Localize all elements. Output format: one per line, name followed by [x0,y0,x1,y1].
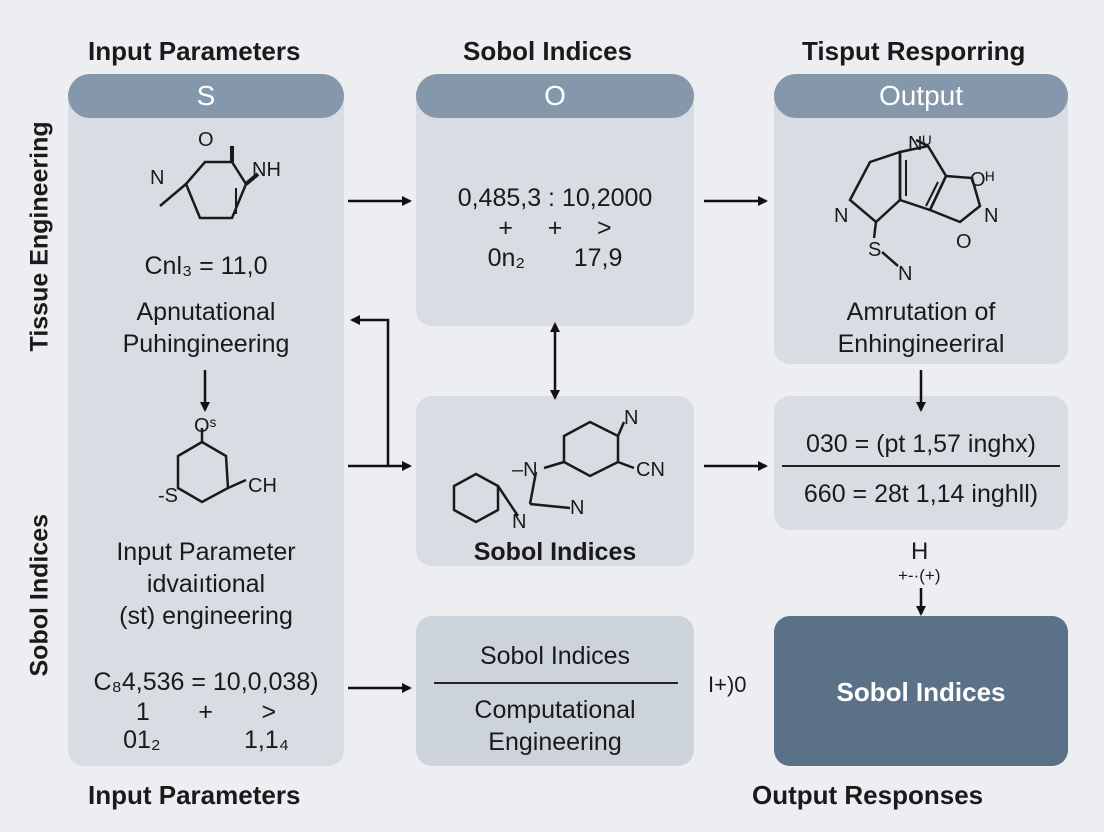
molecule-3-cn-bond [617,460,635,470]
molecule-3-diagram: N CN –N N N [452,407,665,530]
left-panel [68,80,344,766]
right-mid-panel [774,396,1068,530]
left-text-2-line-3: (st) engineering [119,602,293,630]
connector-label-plus-minus: +-·(+) [898,566,941,585]
mid-center-label: Sobol Indices [473,538,637,566]
molecule-4-nu-bond [915,138,929,148]
mid-bottom-line-3: Engineering [488,728,622,756]
right-mid-divider [782,465,1060,467]
molecule-1-diagram: O NH N [150,129,281,220]
molecule-4-n-left-label: N [834,205,848,227]
molecule-3-link-3 [529,502,571,510]
molecule-3-link-4 [496,485,520,517]
formula-2-line-3: 01₂ 1,1₄ [123,726,289,754]
molecule-4-diagram: Nᵁ Oᴴ N N O S N [834,133,998,285]
left-text-2-line-2: idvaiıtional [146,570,266,598]
heading-output-responses: Output Responses [752,780,984,810]
mid-bottom-divider [434,682,678,684]
formula-2-line-2: 1 + > [135,698,277,726]
right-top-panel [774,78,1068,364]
molecule-4-n-bottom-label: N [898,263,912,285]
connector-label-mid: I+)0 [708,672,747,697]
mid-bottom-line-2: Computational [474,696,636,724]
molecule-1-n-label: N [150,167,164,189]
molecule-2-ring [176,440,230,504]
heading-input-parameters-bottom: Input Parameters [88,780,301,810]
heading-sobol-indices-top: Sobol Indices [463,36,633,66]
molecule-4-n-right-label: N [984,205,998,227]
left-text-1-line-1: Apnutational [136,298,276,326]
molecule-1-tail [159,183,187,207]
molecule-2-os-label: Oˢ [194,415,217,437]
right-mid-line-2: 660 = 28t 1,14 inghll) [803,480,1039,508]
molecule-2-ch-label: CH [248,475,277,497]
mid-top-line-3: 0n₂ 17,9 [487,244,623,272]
molecule-1-o-label: O [198,129,214,151]
molecule-4-nu-label: Nᵁ [908,133,931,155]
mid-top-panel [416,78,694,326]
left-text-2-line-1: Input Parameter [116,538,296,566]
connector-label-h: H [911,538,929,565]
output-pill: Output [774,74,1068,118]
right-mid-line-1: 030 = (pt 1,57 inghx) [805,430,1037,458]
heading-input-parameters-top: Input Parameters [88,36,301,66]
right-top-text-line-1: Amrutation of [846,298,996,326]
mid-top-line-1: 0,485,3 : 10,2000 [457,184,653,212]
heading-output-top: Tisput Resporring [802,36,1026,66]
molecule-4-o-label: O [956,231,972,253]
mid-bottom-line-1: Sobol Indices [479,642,631,670]
molecule-1-nh-label: NH [252,159,281,181]
mid-pill: O [416,74,694,118]
molecule-4-double-bond-b [925,181,939,207]
molecule-2-ch-bond [227,478,247,490]
formula-1: Cnl₃ = 11,0 [144,252,268,280]
molecule-3-mn-label: –N [512,459,538,481]
molecule-2-diagram: Oˢ CH -S [158,415,277,507]
molecule-3-n-bottom-label: N [512,511,526,530]
right-bottom-label: Sobol Indices [836,677,1006,707]
molecule-3-n-top-label: N [624,407,638,429]
left-text-1-line-2: Puhingineering [122,330,290,358]
molecule-4-s-bond [872,221,878,239]
mid-bottom-panel [416,616,694,766]
left-pill: S [68,74,344,118]
mid-top-line-2: + + > [498,214,612,242]
molecule-4-n-bond [881,251,899,267]
molecule-4-s-label: S [868,239,881,261]
molecule-3-n-right-label: N [570,497,584,519]
molecule-4-oh-label: Oᴴ [970,169,995,191]
molecule-3-n-bond [616,421,626,437]
right-bottom-box [774,616,1068,766]
molecule-4-ring-c [928,174,982,224]
formula-2-line-1: C₈4,536 = 10,0,038) [93,668,319,696]
molecule-2-s-label: -S [158,485,178,507]
molecule-4-ring-a [848,150,902,224]
molecule-3-link-2 [528,471,538,505]
molecule-3-link-1 [543,460,565,470]
molecule-3-cn-label: CN [636,459,665,481]
molecule-1-wedge [244,172,260,186]
arrow-feedback-loop [348,315,390,468]
right-top-text-line-2: Enhingineeriral [837,330,1005,358]
